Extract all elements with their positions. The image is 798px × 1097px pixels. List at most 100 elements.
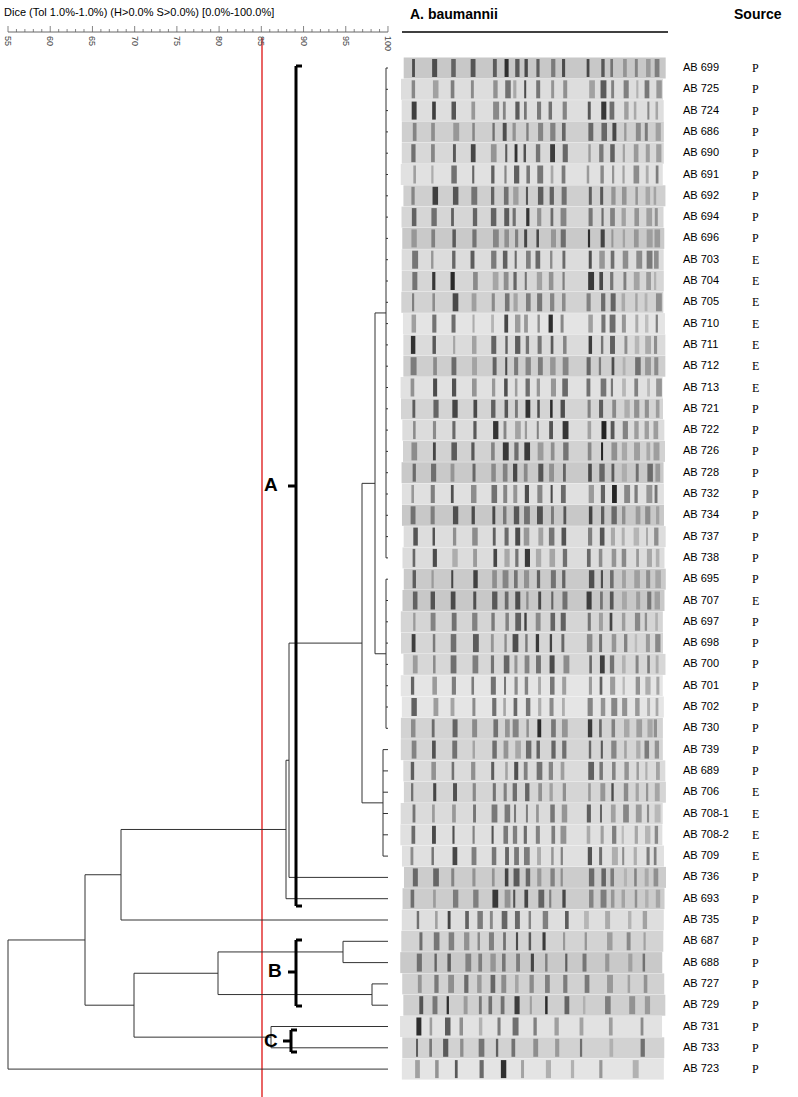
gel-band bbox=[413, 464, 416, 482]
scale-tick bbox=[387, 26, 388, 32]
gel-band bbox=[538, 677, 541, 695]
gel-band bbox=[515, 336, 520, 354]
gel-band bbox=[452, 826, 454, 844]
gel-band bbox=[612, 357, 615, 375]
gel-band bbox=[655, 741, 659, 759]
scale-tick bbox=[100, 29, 101, 32]
gel-band bbox=[536, 655, 541, 673]
gel-band bbox=[452, 229, 455, 247]
gel-band bbox=[537, 315, 539, 333]
gel-band bbox=[472, 357, 477, 375]
source-code: P bbox=[752, 998, 759, 1013]
gel-band bbox=[452, 421, 455, 439]
source-code: P bbox=[752, 466, 759, 481]
gel-band bbox=[538, 783, 542, 801]
gel-band bbox=[411, 485, 414, 503]
gel-band bbox=[587, 293, 591, 311]
gel-band bbox=[623, 59, 627, 77]
gel-band bbox=[493, 719, 498, 737]
gel-band bbox=[561, 400, 565, 418]
gel-band bbox=[504, 229, 509, 247]
gel-band bbox=[504, 634, 506, 652]
tree-line bbox=[383, 770, 388, 771]
gel-band bbox=[610, 655, 614, 673]
source-code: P bbox=[752, 700, 759, 715]
scale-number: 60 bbox=[45, 36, 55, 46]
gel-band bbox=[565, 911, 569, 929]
gel-band bbox=[479, 1039, 485, 1057]
gel-band bbox=[634, 379, 638, 397]
scale-tick bbox=[337, 29, 338, 32]
scale-tick bbox=[67, 29, 68, 32]
gel-band bbox=[536, 613, 541, 631]
gel-band bbox=[562, 251, 565, 269]
gel-band bbox=[588, 442, 592, 460]
strain-id: AB 732 bbox=[683, 487, 719, 499]
gel-band bbox=[545, 996, 547, 1014]
gel-band bbox=[432, 293, 435, 311]
gel-band bbox=[634, 570, 640, 588]
gel-band bbox=[471, 485, 476, 503]
tree-line bbox=[386, 281, 388, 282]
gel-band bbox=[600, 805, 602, 823]
gel-band bbox=[623, 144, 625, 162]
gel-band bbox=[429, 1039, 432, 1057]
species-header: A. baumannii bbox=[410, 6, 498, 22]
gel-band bbox=[505, 59, 509, 77]
gel-band bbox=[460, 1039, 463, 1057]
gel-band bbox=[646, 144, 650, 162]
source-code: E bbox=[752, 381, 759, 396]
gel-band bbox=[515, 975, 519, 993]
strain-id: AB 704 bbox=[683, 274, 719, 286]
gel-band bbox=[645, 123, 648, 141]
gel-band bbox=[612, 634, 617, 652]
gel-band bbox=[611, 442, 617, 460]
gel-band bbox=[526, 293, 531, 311]
gel-band bbox=[610, 677, 615, 695]
gel-band bbox=[647, 464, 653, 482]
gel-band bbox=[647, 379, 650, 397]
gel-band bbox=[635, 634, 637, 652]
gel-lane bbox=[401, 633, 663, 654]
gel-band bbox=[537, 868, 541, 886]
strain-id: AB 702 bbox=[683, 700, 719, 712]
gel-lane bbox=[400, 1016, 662, 1037]
gel-band bbox=[601, 698, 605, 716]
scale-number: 65 bbox=[87, 36, 97, 46]
gel-band bbox=[646, 208, 652, 226]
gel-band bbox=[601, 123, 607, 141]
strain-id: AB 737 bbox=[683, 530, 719, 542]
gel-band bbox=[432, 741, 436, 759]
gel-lane bbox=[403, 334, 665, 355]
gel-band bbox=[561, 868, 563, 886]
gel-band bbox=[431, 166, 433, 184]
scale-tick bbox=[219, 26, 220, 32]
gel-band bbox=[434, 932, 440, 950]
gel-band bbox=[411, 506, 416, 524]
scale-tick bbox=[159, 29, 160, 32]
gel-band bbox=[501, 975, 506, 993]
scale-axis bbox=[8, 32, 388, 33]
gel-band bbox=[624, 336, 627, 354]
strain-id: AB 699 bbox=[683, 61, 719, 73]
gel-band bbox=[505, 890, 511, 908]
tree-line bbox=[343, 962, 388, 963]
gel-band bbox=[514, 442, 518, 460]
tree-line bbox=[386, 621, 388, 622]
gel-band bbox=[624, 783, 628, 801]
gel-band bbox=[647, 719, 652, 737]
gel-band bbox=[561, 229, 566, 247]
scale-tick bbox=[109, 29, 110, 32]
gel-band bbox=[551, 741, 555, 759]
source-code: P bbox=[752, 977, 759, 992]
gel-band bbox=[448, 975, 454, 993]
gel-band bbox=[514, 570, 518, 588]
gel-band bbox=[537, 102, 541, 120]
gel-band bbox=[600, 677, 603, 695]
gel-band bbox=[537, 506, 543, 524]
gel-band bbox=[629, 996, 635, 1014]
tree-line bbox=[386, 387, 388, 388]
gel-band bbox=[645, 357, 651, 375]
gel-band bbox=[646, 442, 650, 460]
gel-band bbox=[412, 272, 417, 290]
